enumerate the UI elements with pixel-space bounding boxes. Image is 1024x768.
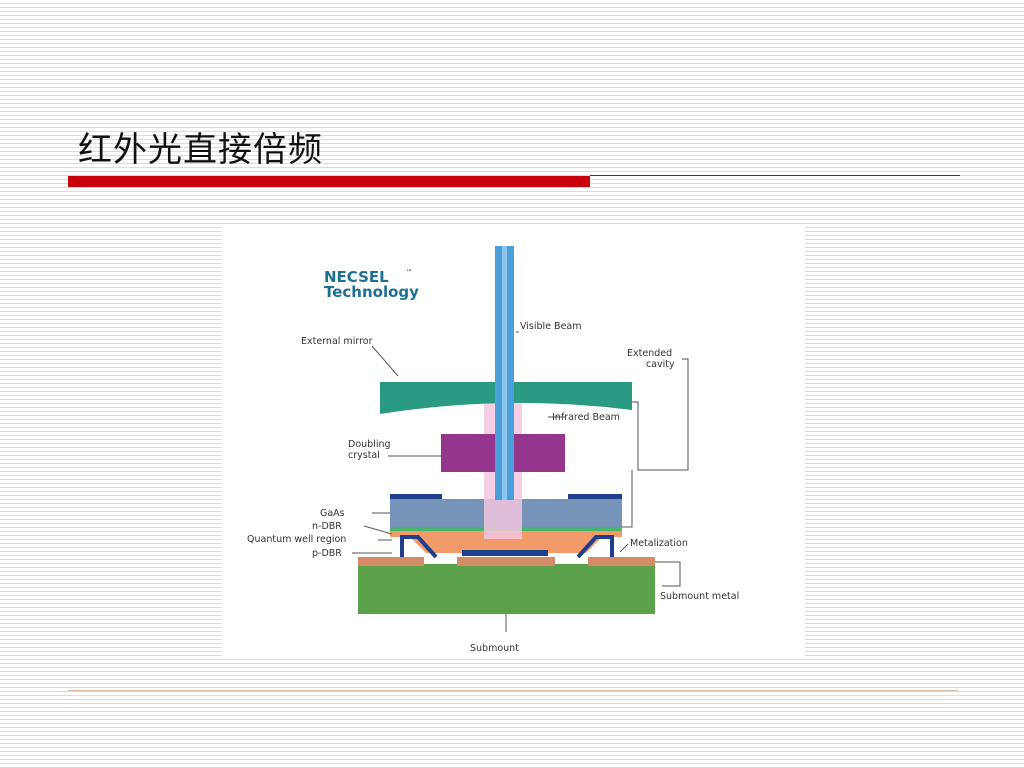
brand-necsel: NECSEL — [324, 268, 389, 286]
label-gaas: GaAs — [320, 508, 345, 519]
brand-trademark: ™ — [406, 269, 412, 276]
footer-rule — [68, 690, 958, 691]
submount-metal-pad-center — [457, 557, 555, 566]
label-extended-cavity-2: cavity — [646, 359, 675, 370]
label-submount: Submount — [470, 643, 519, 654]
label-visible-beam: Visible Beam — [520, 321, 582, 332]
title-underline-rule — [590, 175, 960, 176]
label-p-dbr: p-DBR — [312, 548, 342, 559]
submount-metal-pad-left — [358, 557, 424, 566]
title-underline-bar — [68, 176, 590, 187]
top-contact-left — [390, 494, 442, 499]
metalization-trace-right — [576, 535, 614, 559]
leader-lines — [352, 331, 689, 632]
slide-title: 红外光直接倍频 — [78, 130, 323, 170]
center-contact — [462, 550, 548, 556]
top-contact-right — [568, 494, 622, 499]
label-doubling-crystal-1: Doubling — [348, 439, 391, 450]
necsel-diagram-svg: NECSEL ™ Technology — [247, 246, 739, 654]
visible-beam-highlight — [502, 246, 507, 500]
necsel-diagram: NECSEL ™ Technology — [222, 224, 805, 658]
label-submount-metal: Submount metal — [660, 591, 739, 602]
label-infrared-beam: Infrared Beam — [552, 412, 620, 423]
label-quantum-well: Quantum well region — [247, 534, 346, 545]
label-metalization: Metalization — [630, 538, 688, 549]
label-extended-cavity-1: Extended — [627, 348, 672, 359]
label-doubling-crystal-2: crystal — [348, 450, 380, 461]
label-external-mirror: External mirror — [301, 336, 373, 347]
submount-metal-pad-right — [588, 557, 655, 566]
metalization-trace-left — [400, 535, 438, 559]
brand-technology: Technology — [324, 283, 419, 301]
submount — [358, 564, 655, 614]
label-n-dbr: n-DBR — [312, 521, 342, 532]
